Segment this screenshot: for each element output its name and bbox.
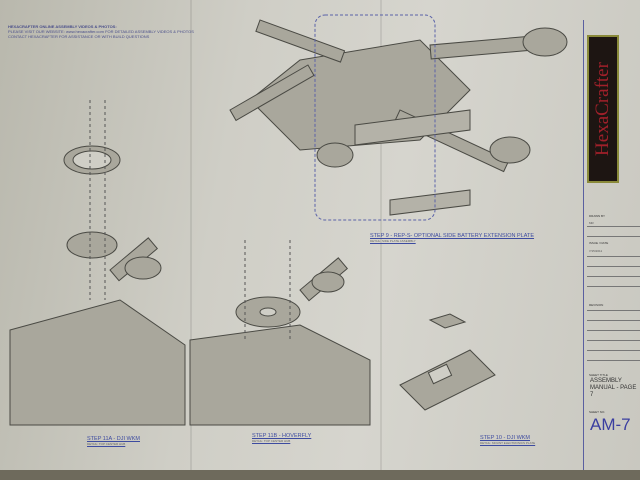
drawn-by-label: DRAWN BY (589, 214, 606, 218)
step-detail: DETAIL: TOP CENTER HUB (87, 442, 126, 446)
drawn-by-value: MR (589, 221, 594, 225)
divider (587, 286, 640, 287)
sheet-number: AM-7 (590, 415, 631, 434)
assembly-manual-sheet: HEXACRAFTER ONLINE ASSEMBLY VIDEOS & PHO… (0, 0, 640, 470)
divider (587, 350, 640, 351)
divider (587, 310, 640, 311)
header-line: PLEASE VISIT OUR WEBSITE: www.hexacrafte… (8, 29, 194, 34)
issue-label: ISSUE / DATE (589, 241, 609, 245)
divider (587, 276, 640, 277)
header-line: CONTACT HEXACRAFTER FOR ASSISTANCE OR WI… (8, 34, 150, 39)
divider (587, 256, 640, 257)
paper-fold (380, 0, 382, 470)
divider (587, 320, 640, 321)
step-detail: DETAIL: MOUNT ELECTRONICS PLATE (480, 441, 536, 445)
title-block (583, 20, 640, 470)
divider (587, 340, 640, 341)
divider (587, 360, 640, 361)
divider (587, 266, 640, 267)
header-notes: HEXACRAFTER ONLINE ASSEMBLY VIDEOS & PHO… (8, 24, 194, 39)
divider (587, 226, 640, 227)
step-detail: DETAIL: TOP CENTER HUB (252, 439, 291, 443)
divider (587, 330, 640, 331)
issue-value: 7/15/2011 (589, 249, 603, 253)
step-11a-drawing (9, 145, 186, 426)
revision-label: REVISION (589, 303, 604, 307)
step-10-drawing (399, 313, 496, 411)
sheet-no-label: SHEET NO. (589, 410, 606, 414)
step-11b-drawing (189, 257, 371, 426)
divider (587, 236, 640, 237)
paper-fold (190, 0, 192, 470)
sheet-title-label: SHEET TITLE (589, 373, 608, 377)
step-detail: DETAIL: SIDE PLATE ASSEMBLY (370, 239, 416, 243)
hexacrafter-logo: HexaCrafter (587, 35, 619, 183)
step-9-label: STEP 9 - REP-S- OPTIONAL SIDE BATTERY EX… (370, 233, 535, 243)
header-title: HEXACRAFTER ONLINE ASSEMBLY VIDEOS & PHO… (8, 24, 117, 29)
frame-top-drawing (229, 19, 568, 216)
